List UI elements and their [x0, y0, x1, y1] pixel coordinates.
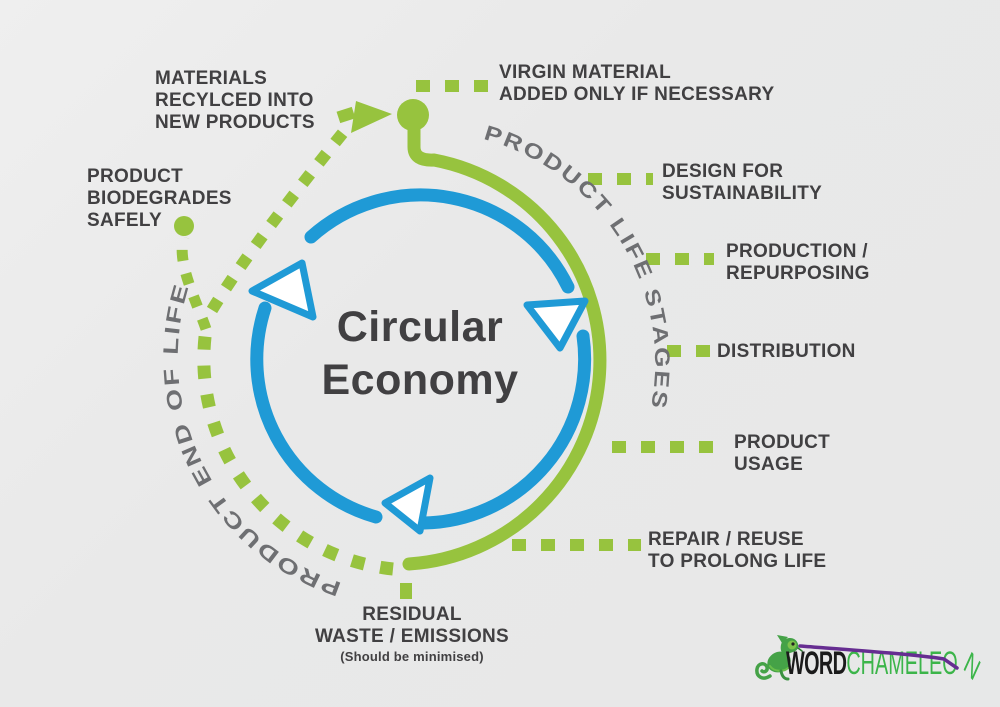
label-line: DESIGN FOR — [662, 161, 784, 182]
blue-cycle-segment-top — [304, 188, 575, 294]
biodegrades-branch-dashes — [176, 235, 212, 331]
cycle-arrowhead-topleft-icon — [248, 259, 317, 321]
label-line: NEW PRODUCTS — [155, 112, 315, 133]
start-node-dot — [397, 99, 429, 131]
label-line: DISTRIBUTION — [717, 341, 856, 362]
label-design-for-sustainability: DESIGN FOR SUSTAINABILITY — [662, 161, 822, 205]
label-line: RESIDUAL — [362, 604, 462, 625]
label-product-biodegrades: PRODUCT BIODEGRADES SAFELY — [87, 166, 232, 232]
label-repair-reuse: REPAIR / REUSE TO PROLONG LIFE — [648, 529, 826, 573]
label-line: TO PROLONG LIFE — [648, 551, 827, 572]
label-line: WASTE / EMISSIONS — [314, 626, 510, 647]
label-line: SAFELY — [87, 210, 163, 231]
label-line: SUSTAINABILITY — [662, 183, 823, 204]
end-of-life-dashed-arc — [197, 328, 394, 576]
label-materials-recycled: MATERIALS RECYLCED INTO NEW PRODUCTS — [155, 68, 315, 134]
label-line: REPURPOSING — [726, 263, 870, 284]
blue-cycle-segment-right — [417, 329, 592, 530]
biodegrades-dot — [174, 216, 194, 236]
label-line: PRODUCT — [734, 432, 831, 453]
title-line-2: Economy — [321, 356, 519, 404]
label-distribution: DISTRIBUTION — [717, 341, 856, 363]
label-product-usage: PRODUCT USAGE — [734, 432, 830, 476]
life-stages-arc — [402, 115, 607, 571]
label-line: VIRGIN MATERIAL — [499, 62, 671, 83]
chameleon-tongue-icon — [798, 644, 959, 670]
label-residual-waste: RESIDUAL WASTE / EMISSIONS (Should be mi… — [277, 604, 547, 665]
logo-word-text: WORD — [786, 645, 847, 681]
page-title: Circular Economy — [258, 301, 582, 407]
recycle-branch-dashes — [206, 120, 355, 314]
label-line: PRODUCT — [87, 166, 184, 187]
recycle-arrow-tail — [336, 106, 356, 124]
title-line-1: Circular — [336, 303, 504, 351]
cycle-arrowhead-bottom-icon — [381, 474, 434, 535]
chameleon-icon — [755, 635, 803, 681]
label-line: PRODUCTION / — [726, 241, 868, 262]
label-line: MATERIALS — [155, 68, 268, 89]
blue-cycle-segment-left — [250, 301, 383, 524]
label-production-repurposing: PRODUCTION / REPURPOSING — [726, 241, 870, 285]
label-line: USAGE — [734, 454, 804, 475]
label-virgin-material: VIRGIN MATERIAL ADDED ONLY IF NECESSARY — [499, 62, 774, 106]
label-line: REPAIR / REUSE — [648, 529, 804, 550]
label-line: RECYLCED INTO — [155, 90, 314, 111]
recycle-arrow-icon — [351, 101, 392, 133]
label-line: BIODEGRADES — [87, 188, 232, 209]
label-line: ADDED ONLY IF NECESSARY — [499, 84, 775, 105]
cycle-arrowhead-right-icon — [523, 297, 589, 352]
label-note: (Should be minimised) — [340, 649, 484, 664]
